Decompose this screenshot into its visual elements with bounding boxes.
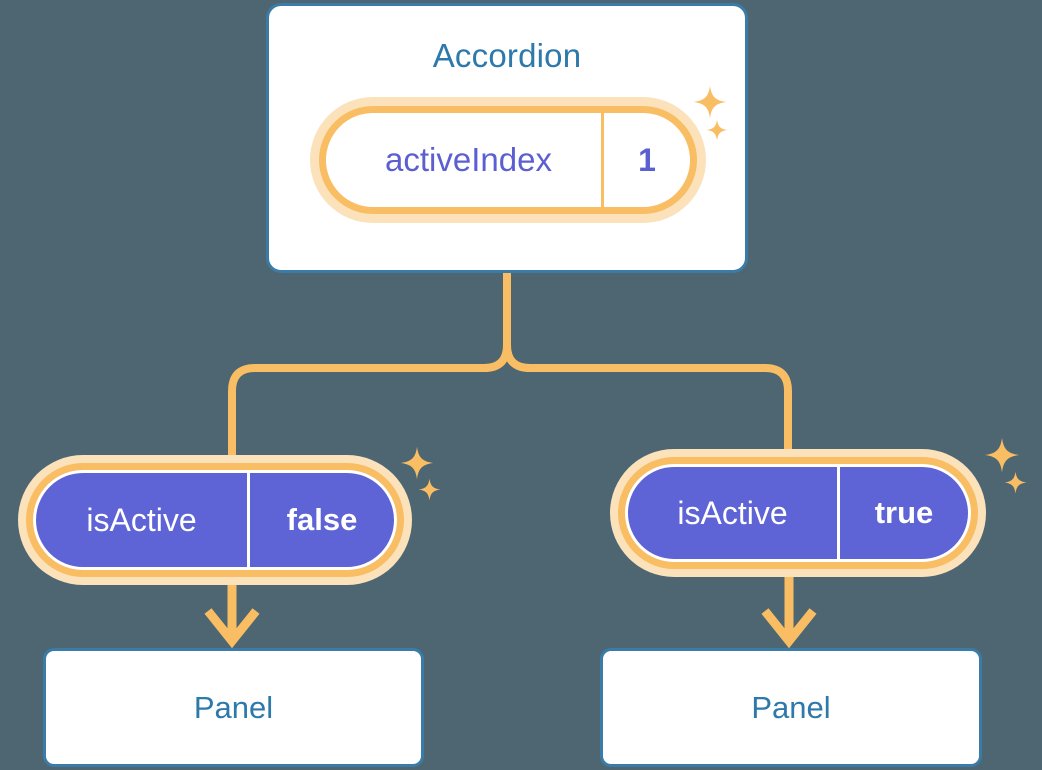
state-badge-value: 1 bbox=[638, 141, 656, 178]
sparkle-icon bbox=[418, 478, 441, 501]
panel-title-right: Panel bbox=[751, 689, 831, 725]
sparkle-icon bbox=[706, 119, 728, 141]
state-badge-key: activeIndex bbox=[326, 113, 604, 207]
prop-badge-core-right: isActive true bbox=[625, 464, 971, 562]
sparkle-icon bbox=[1004, 471, 1027, 494]
panel-title-left: Panel bbox=[193, 689, 274, 725]
prop-badge-isactive-true[interactable]: isActive true bbox=[610, 449, 986, 577]
prop-badge-core-left: isActive false bbox=[33, 470, 397, 570]
prop-badge-key-left: isActive bbox=[36, 473, 250, 567]
prop-badge-value-left: false bbox=[286, 502, 358, 537]
arrow-down-icon-right bbox=[761, 608, 817, 649]
prop-badge-ring-right: isActive true bbox=[618, 457, 978, 569]
sparkle-icon bbox=[984, 437, 1020, 473]
sparkle-icon bbox=[693, 85, 727, 119]
component-card-panel-left[interactable]: Panel bbox=[43, 648, 424, 767]
prop-badge-value-right: true bbox=[874, 495, 934, 530]
state-badge-inner: activeIndex 1 bbox=[319, 106, 697, 214]
state-badge-activeindex[interactable]: activeIndex 1 bbox=[310, 97, 706, 223]
component-card-panel-right[interactable]: Panel bbox=[600, 648, 982, 767]
prop-badge-isactive-false[interactable]: isActive false bbox=[18, 455, 412, 585]
arrow-down-icon-left bbox=[204, 608, 260, 649]
sparkle-icon bbox=[400, 446, 434, 480]
prop-badge-ring-left: isActive false bbox=[26, 463, 404, 577]
page-title: Accordion bbox=[432, 37, 582, 74]
wire-right-branch bbox=[503, 269, 792, 524]
prop-badge-key-right: isActive bbox=[628, 467, 840, 559]
